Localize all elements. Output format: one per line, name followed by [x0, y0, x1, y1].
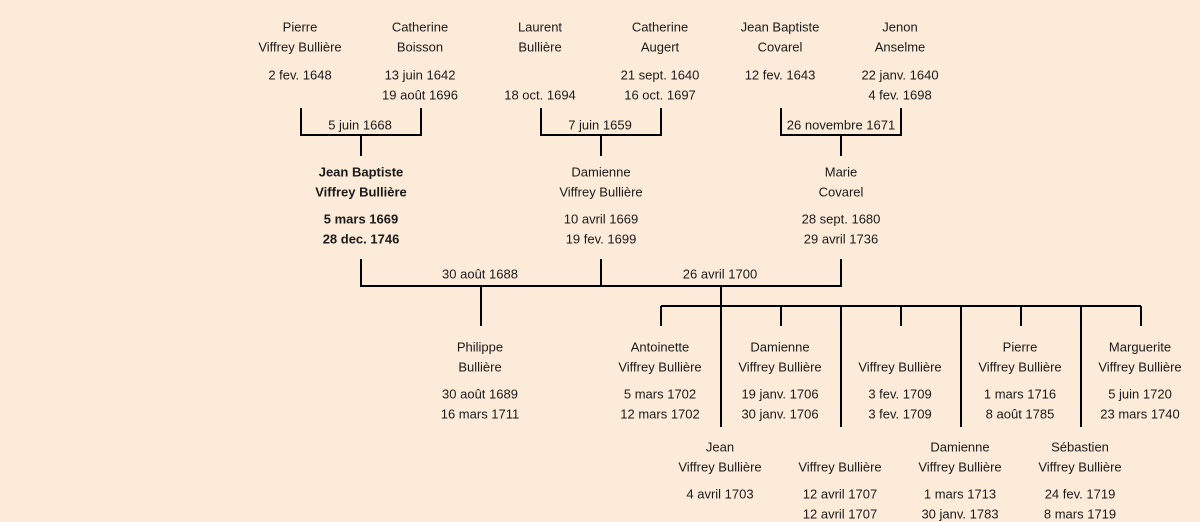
last-name: Viffrey Bullière [738, 359, 822, 375]
first-name: Jean [705, 439, 735, 455]
birth-date: 1 mars 1716 [983, 386, 1057, 402]
first-name: Marguerite [1108, 339, 1172, 355]
first-name: Jean Baptiste [740, 19, 820, 35]
marriage-date: 26 avril 1700 [682, 266, 758, 282]
last-name: Viffrey Bullière [258, 39, 342, 55]
last-name: Viffrey Bullière [798, 459, 882, 475]
birth-date: 5 juin 1720 [1108, 386, 1172, 402]
last-name: Covarel [818, 184, 864, 200]
death-date: 12 avril 1707 [802, 506, 878, 522]
death-date: 28 dec. 1746 [322, 231, 400, 247]
first-name: Sébastien [1051, 439, 1109, 455]
birth-date: 4 avril 1703 [686, 486, 754, 502]
first-name: Jenon [882, 19, 918, 35]
birth-date: 10 avril 1669 [563, 211, 639, 227]
last-name: Boisson [396, 39, 444, 55]
birth-date: 2 fev. 1648 [268, 67, 332, 83]
last-name: Viffrey Bullière [978, 359, 1062, 375]
death-date: 30 janv. 1783 [921, 506, 999, 522]
first-name: Jean Baptiste [318, 164, 404, 180]
death-date: 30 janv. 1706 [741, 406, 819, 422]
last-name: Augert [640, 39, 680, 55]
birth-date: 3 fev. 1709 [868, 386, 932, 402]
death-date: 19 août 1696 [382, 87, 458, 103]
first-name: Pierre [1002, 339, 1038, 355]
birth-date: 30 août 1689 [442, 386, 518, 402]
death-date: 23 mars 1740 [1100, 406, 1180, 422]
last-name: Viffrey Bullière [1038, 459, 1122, 475]
death-date: 19 fev. 1699 [565, 231, 637, 247]
birth-date: 1 mars 1713 [923, 486, 997, 502]
first-name: Pierre [282, 19, 318, 35]
birth-date: 5 mars 1669 [323, 211, 399, 227]
birth-date: 19 janv. 1706 [741, 386, 819, 402]
marriage-date: 7 juin 1659 [568, 117, 632, 133]
last-name: Anselme [874, 39, 926, 55]
birth-date: 13 juin 1642 [384, 67, 456, 83]
first-name: Damienne [571, 164, 631, 180]
death-date: 4 fev. 1698 [868, 87, 932, 103]
birth-date: 21 sept. 1640 [620, 67, 700, 83]
birth-date: 5 mars 1702 [623, 386, 697, 402]
birth-date: 22 janv. 1640 [861, 67, 939, 83]
death-date: 18 oct. 1694 [504, 87, 576, 103]
death-date: 16 oct. 1697 [624, 87, 696, 103]
first-name: Catherine [631, 19, 689, 35]
death-date: 8 août 1785 [985, 406, 1055, 422]
marriage-date: 5 juin 1668 [328, 117, 392, 133]
death-date: 16 mars 1711 [440, 406, 520, 422]
last-name: Viffrey Bullière [858, 359, 942, 375]
death-date: 3 fev. 1709 [868, 406, 932, 422]
last-name: Bullière [518, 39, 562, 55]
last-name: Viffrey Bullière [1098, 359, 1182, 375]
birth-date: 28 sept. 1680 [801, 211, 881, 227]
last-name: Viffrey Bullière [678, 459, 762, 475]
last-name: Viffrey Bullière [559, 184, 643, 200]
marriage-date: 26 novembre 1671 [786, 117, 896, 133]
last-name: Covarel [757, 39, 803, 55]
last-name: Viffrey Bullière [315, 184, 407, 200]
death-date: 12 mars 1702 [620, 406, 700, 422]
birth-date: 12 fev. 1643 [744, 67, 816, 83]
first-name: Antoinette [630, 339, 690, 355]
first-name: Philippe [456, 339, 504, 355]
birth-date: 12 avril 1707 [802, 486, 878, 502]
first-name: Catherine [391, 19, 449, 35]
marriage-date: 30 août 1688 [442, 266, 518, 282]
last-name: Viffrey Bullière [618, 359, 702, 375]
first-name: Laurent [517, 19, 563, 35]
last-name: Viffrey Bullière [918, 459, 1002, 475]
first-name: Damienne [930, 439, 990, 455]
last-name: Bullière [458, 359, 502, 375]
death-date: 8 mars 1719 [1043, 506, 1117, 522]
death-date: 29 avril 1736 [803, 231, 879, 247]
birth-date: 24 fev. 1719 [1044, 486, 1116, 502]
first-name: Marie [824, 164, 858, 180]
first-name: Damienne [750, 339, 810, 355]
